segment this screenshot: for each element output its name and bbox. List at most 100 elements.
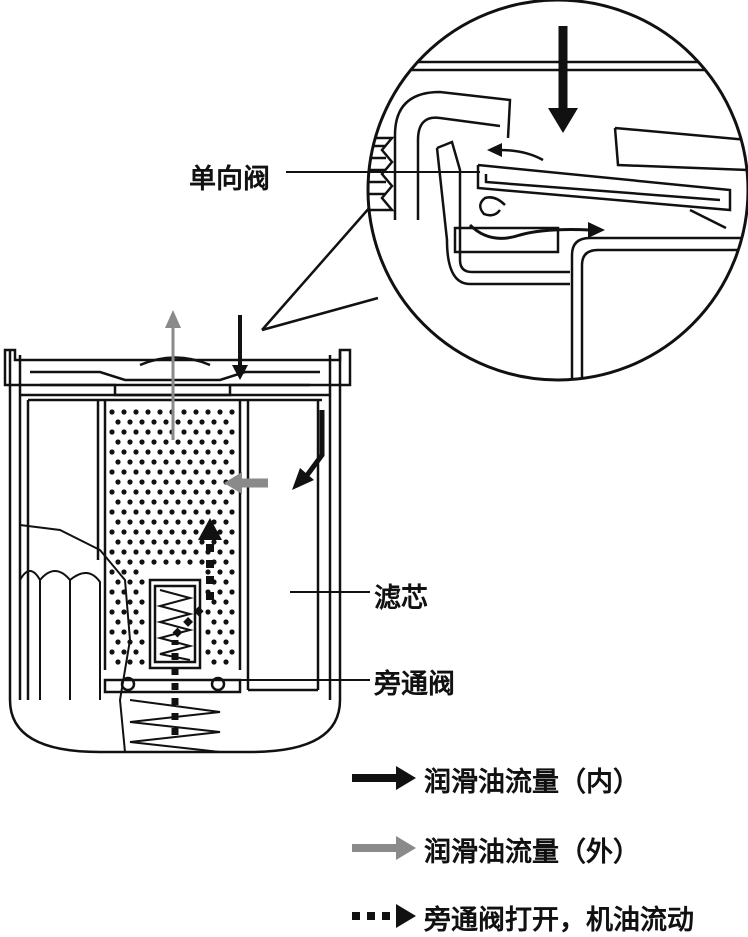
perforation-dot (121, 569, 127, 575)
perforation-dot (109, 649, 115, 655)
perforation-dot (139, 419, 145, 425)
perforation-dot (223, 659, 229, 665)
perforation-dot (121, 649, 127, 655)
perforation-dot (109, 429, 115, 435)
perforation-dot (205, 629, 211, 635)
perforation-dot (205, 649, 211, 655)
perforation-dot (127, 439, 133, 445)
perforation-dot (151, 459, 157, 465)
perforation-dot (133, 589, 139, 595)
perforation-dot (109, 609, 115, 615)
perforation-dot (145, 529, 151, 535)
oil-filter-canister (3, 348, 352, 754)
perforation-dot (217, 409, 223, 415)
perforation-dot (217, 489, 223, 495)
perforation-dot (181, 529, 187, 535)
perforation-dot (199, 459, 205, 465)
perforation-dot (181, 429, 187, 435)
perforation-dot (109, 489, 115, 495)
perforation-dot (151, 419, 157, 425)
center-tube-perforations (109, 409, 235, 665)
perforation-dot (139, 519, 145, 525)
perforation-dot (115, 459, 121, 465)
perforation-dot (151, 439, 157, 445)
perforation-dot (127, 479, 133, 485)
perforation-dot (109, 529, 115, 535)
perforation-dot (217, 509, 223, 515)
perforation-dot (229, 489, 235, 495)
perforation-dot (211, 659, 217, 665)
perforation-dot (157, 429, 163, 435)
perforation-dot (157, 489, 163, 495)
perforation-dot (145, 549, 151, 555)
perforation-dot (109, 549, 115, 555)
perforation-dot (115, 599, 121, 605)
perforation-dot (133, 509, 139, 515)
perforation-dot (205, 489, 211, 495)
canister-flow-arrows (165, 310, 325, 735)
perforation-dot (205, 429, 211, 435)
perforation-dot (229, 569, 235, 575)
perforation-dot (121, 449, 127, 455)
perforation-dot (205, 469, 211, 475)
perforation-dot (133, 569, 139, 575)
perforation-dot (133, 489, 139, 495)
perforation-dot (121, 609, 127, 615)
perforation-dot (199, 479, 205, 485)
perforation-dot (157, 549, 163, 555)
perforation-dot (211, 599, 217, 605)
perforation-dot (127, 659, 133, 665)
perforation-dot (217, 569, 223, 575)
perforation-dot (145, 469, 151, 475)
perforation-dot (175, 459, 181, 465)
perforation-dot (139, 619, 145, 625)
perforation-dot (229, 649, 235, 655)
perforation-dot (151, 539, 157, 545)
perforation-dot (145, 409, 151, 415)
perforation-dot (217, 649, 223, 655)
perforation-dot (223, 619, 229, 625)
perforation-dot (127, 599, 133, 605)
perforation-dot (121, 549, 127, 555)
perforation-dot (169, 449, 175, 455)
perforation-dot (193, 509, 199, 515)
perforation-dot (139, 599, 145, 605)
perforation-dot (181, 489, 187, 495)
perforation-dot (157, 529, 163, 535)
perforation-dot (217, 589, 223, 595)
perforation-dot (223, 439, 229, 445)
perforation-dot (163, 479, 169, 485)
perforation-dot (229, 449, 235, 455)
perforation-dot (223, 639, 229, 645)
magnified-check-valve-view (261, 0, 748, 382)
perforation-dot (109, 469, 115, 475)
perforation-dot (115, 559, 121, 565)
perforation-dot (151, 499, 157, 505)
perforation-dot (127, 619, 133, 625)
perforation-dot (157, 509, 163, 515)
perforation-dot (133, 609, 139, 615)
perforation-dot (115, 479, 121, 485)
perforation-dot (175, 519, 181, 525)
perforation-dot (109, 629, 115, 635)
perforation-dot (109, 589, 115, 595)
perforation-dot (109, 409, 115, 415)
perforation-dot (121, 469, 127, 475)
perforation-dot (109, 449, 115, 455)
legend-item-inner-flow: 润滑油流量（内） (424, 767, 640, 798)
perforation-dot (223, 579, 229, 585)
perforation-dot (139, 639, 145, 645)
perforation-dot (187, 559, 193, 565)
perforation-dot (211, 539, 217, 545)
legend-item-bypass-flow: 旁通阀打开，机油流动 (424, 905, 694, 936)
perforation-dot (127, 499, 133, 505)
perforation-dot (121, 589, 127, 595)
perforation-dot (163, 459, 169, 465)
perforation-dot (211, 619, 217, 625)
perforation-dot (133, 469, 139, 475)
perforation-dot (217, 609, 223, 615)
perforation-dot (217, 629, 223, 635)
perforation-dot (115, 539, 121, 545)
perforation-dot (121, 409, 127, 415)
